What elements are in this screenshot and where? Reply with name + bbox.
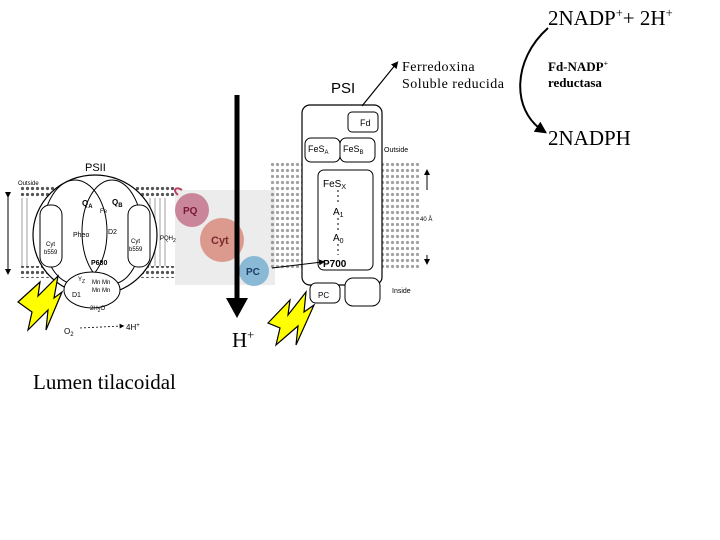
fe-label: Fe [100,209,108,215]
mn-label-2: Mn Mn [92,288,110,294]
proton-arrow-head [226,298,248,318]
cyt-b559-left-1: Cyt [46,242,55,248]
pc-small-label: PC [318,291,329,300]
four-h-label: 4H+ [126,323,140,332]
cyt-b559-left-2: b559 [44,250,58,256]
p700-label: P700 [323,259,347,270]
fd-label: Fd [360,118,371,128]
p680-label: P680 [91,260,107,267]
fesb-label: FeSB [343,144,364,156]
ferredoxina-label: Ferredoxina Soluble reducida [402,60,505,92]
scale-right-label: 40 Å [420,216,432,223]
a0-label: A0 [333,233,344,245]
a1-label: A1 [333,207,344,219]
cyt-text: Cyt [211,235,229,247]
lumen-label: Lumen tilacoidal [33,370,176,394]
pc-circle [239,256,269,286]
outside-right-label: Outside [384,147,408,154]
cyt-circle [200,218,244,262]
psii-complex [5,174,175,309]
psi-to-ferredoxina-arrow [361,61,399,107]
d2-label: D2 [108,229,117,236]
psi-complex [270,104,430,307]
outside-left-label: Outside [18,181,39,187]
yz-label: YZ [78,277,85,285]
fesa-label: FeSA [308,144,329,156]
proton-label: H+ [232,328,255,352]
nadph-product-label: 2NADPH [548,126,631,150]
pqh2-label: PQH2 [160,236,176,244]
qa-label: QA [82,199,93,210]
d1-label: D1 [72,292,81,299]
pq-text: PQ [183,206,198,217]
cyt-b559-right-1: Cyt [131,239,140,245]
mn-label-1: Mn Mn [92,280,110,286]
nadp-reactant-label: 2NADP++ 2H+ [548,6,673,30]
pq-circle [175,193,209,227]
nadp-curve-arrow [519,27,549,134]
psii-label: PSII [85,162,106,174]
pheo-label: Pheo [73,232,89,239]
fesx-label: FeSX [323,179,346,191]
cyt-b559-right-2: b559 [129,247,143,253]
h2o-label: 2H2O [90,306,105,314]
pq-arrow [174,187,183,196]
psi-label: PSI [331,80,356,97]
inside-label: Inside [392,288,411,295]
qb-label: QB [112,198,123,209]
light-bolt-psi [266,290,316,347]
o2-label: O2 [64,327,74,338]
fd-nadp-reductasa-label: Fd-NADP+ reductasa [548,58,609,90]
pc-text: PC [246,267,260,278]
light-bolt-psii [17,274,64,332]
